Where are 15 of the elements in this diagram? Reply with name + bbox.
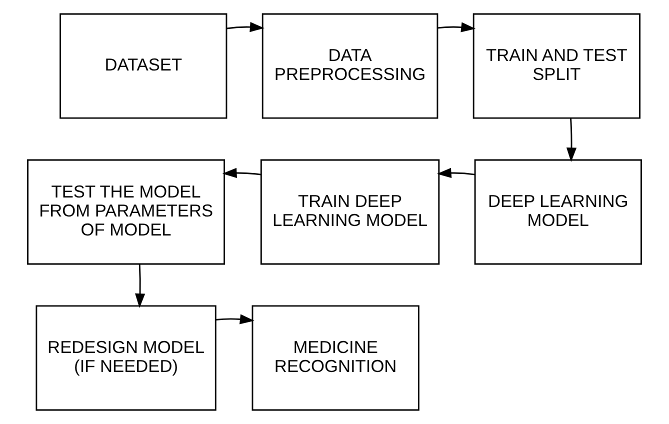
node-box: DATASET — [60, 13, 228, 119]
node-box: REDESIGN MODEL (IF NEEDED) — [36, 305, 216, 411]
arrow — [438, 22, 476, 32]
arrow — [135, 264, 146, 308]
node-box: TEST THE MODEL FROM PARAMETERS OF MODEL — [27, 159, 226, 265]
node-box: TRAIN DEEP LEARNING MODEL — [260, 159, 440, 265]
node-box: TRAIN AND TEST SPLIT — [472, 13, 640, 119]
arrow — [566, 118, 577, 162]
node-box: DATA PREPROCESSING — [262, 13, 438, 119]
arrow — [226, 22, 264, 32]
node-box: MEDICINE RECOGNITION — [252, 305, 420, 411]
arrow — [216, 314, 254, 324]
arrow — [222, 168, 261, 178]
arrow — [436, 168, 475, 178]
node-box: DEEP LEARNING MODEL — [474, 159, 642, 265]
